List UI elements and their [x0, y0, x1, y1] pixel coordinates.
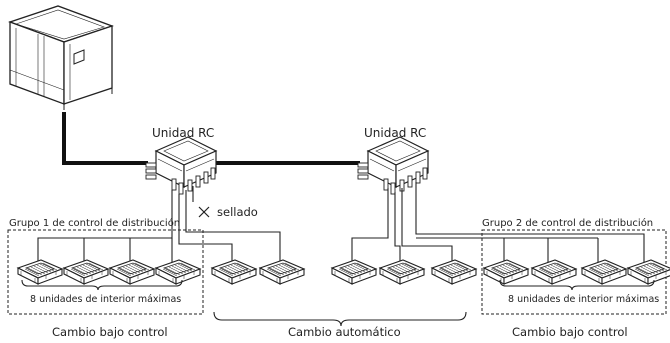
sealed-marker: [198, 206, 210, 218]
indoor-units-group1: [17, 259, 201, 285]
change-right-label: Cambio bajo control: [512, 325, 628, 339]
main-pipe: [62, 112, 360, 165]
indoor-units-middle: [211, 259, 477, 285]
rc-right-label: Unidad RC: [364, 126, 426, 140]
group1-label: Grupo 1 de control de distribución: [9, 217, 180, 229]
change-left-label: Cambio bajo control: [52, 325, 168, 339]
branch-pipes: [37, 182, 645, 262]
max-units-left-label: 8 unidades de interior máximas: [30, 294, 181, 305]
max-units-right-label: 8 unidades de interior máximas: [508, 294, 659, 305]
indoor-units-group2: [483, 259, 670, 285]
sealed-label: sellado: [217, 205, 258, 219]
rc-unit-right: [357, 136, 429, 195]
brackets: [21, 279, 655, 327]
group2-label: Grupo 2 de control de distribución: [482, 217, 653, 229]
rc-left-label: Unidad RC: [152, 126, 214, 140]
outdoor-unit: [8, 5, 114, 110]
change-middle-label: Cambio automático: [288, 325, 401, 339]
rc-unit-left: [145, 136, 217, 195]
group1-box: [7, 229, 204, 315]
